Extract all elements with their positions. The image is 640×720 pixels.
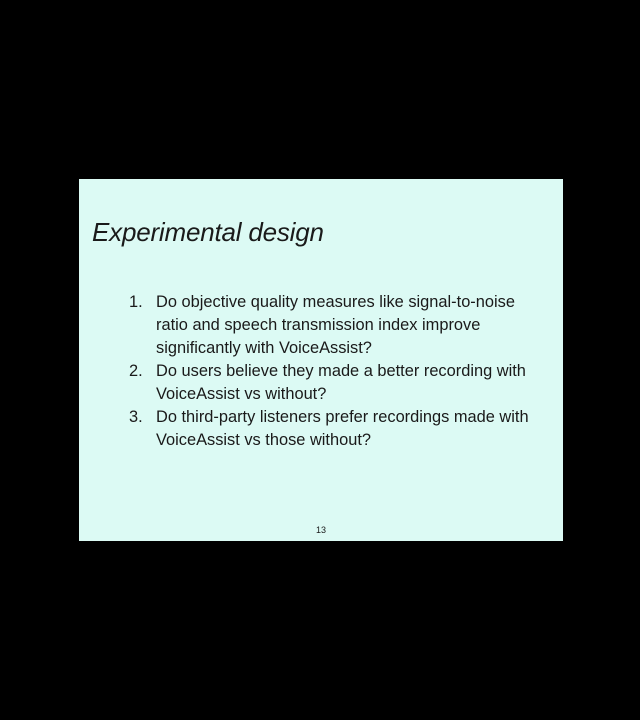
list-item: 2. Do users believe they made a better r… [125,360,545,406]
list-item-text: Do users believe they made a better reco… [156,362,526,403]
list-item-number: 1. [129,293,143,311]
list-item-text: Do objective quality measures like signa… [156,293,515,357]
list-item-text: Do third-party listeners prefer recordin… [156,408,529,449]
list-item-number: 3. [129,408,143,426]
slide-page-number: 13 [315,525,326,535]
list-item-number: 2. [129,362,143,380]
research-question-list: 1. Do objective quality measures like si… [125,291,545,452]
list-item: 3. Do third-party listeners prefer recor… [125,406,545,452]
slide-title: Experimental design [92,217,324,247]
slide: Experimental design 1. Do objective qual… [79,179,563,541]
list-item: 1. Do objective quality measures like si… [125,291,545,360]
